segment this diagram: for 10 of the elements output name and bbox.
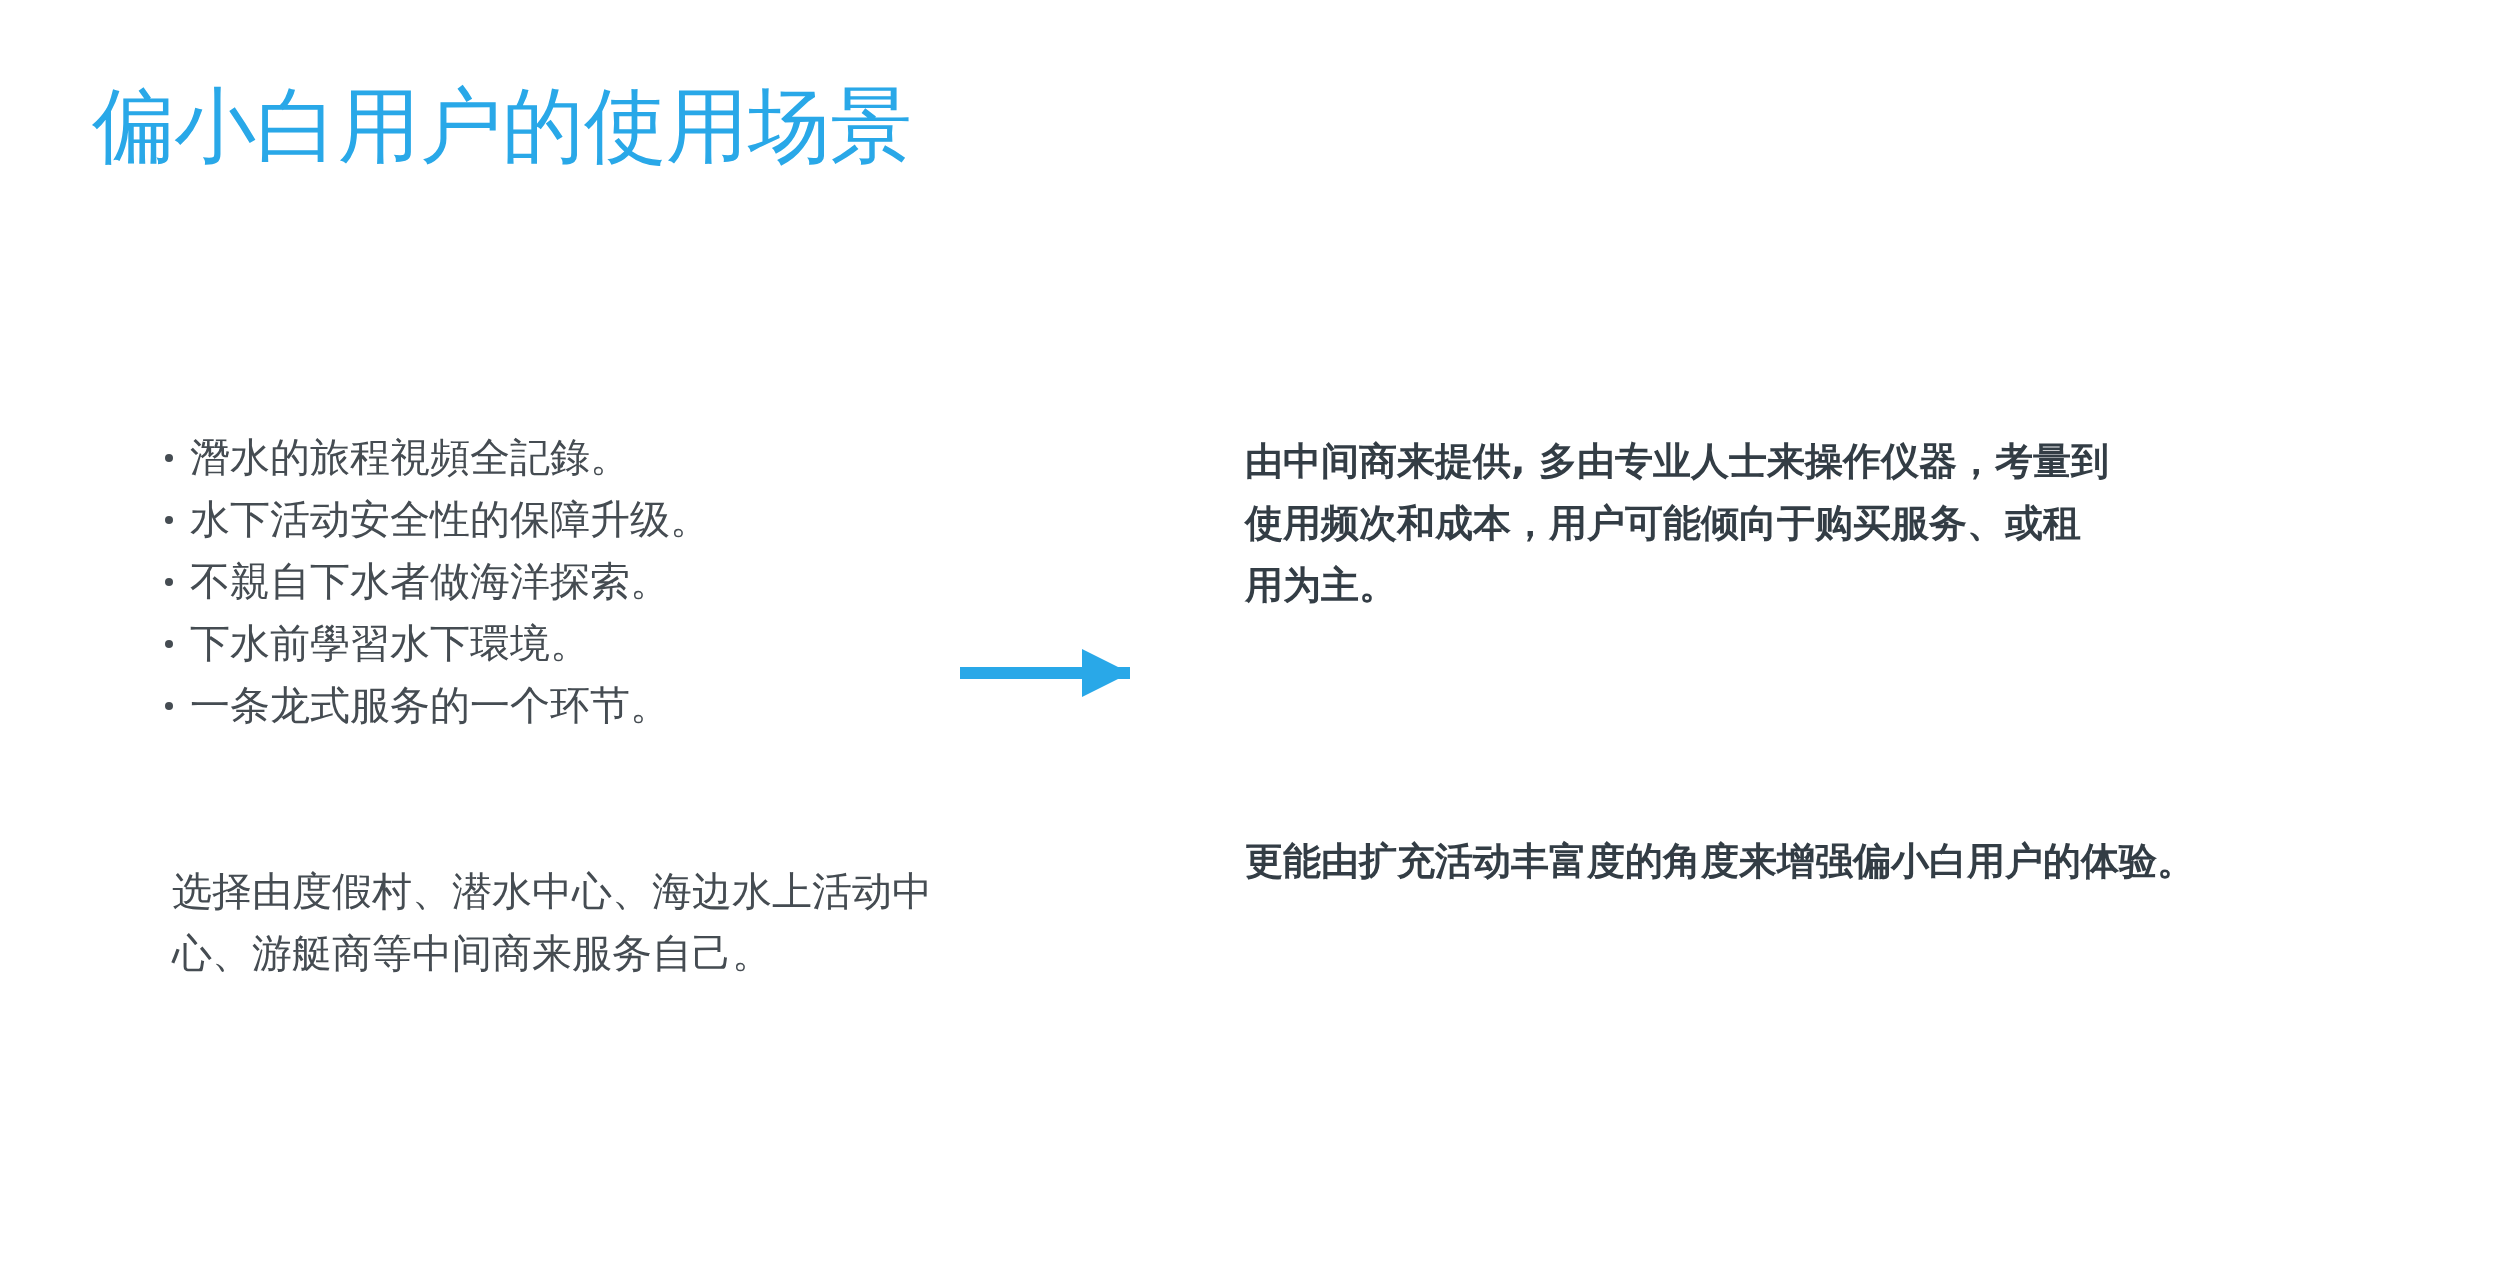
- list-item-text: 下水前學習水下環境。: [190, 619, 590, 668]
- slide-title: 偏小白用户的使用场景: [92, 77, 912, 175]
- list-item-text: 一条龙式服务的一个环节。: [190, 681, 670, 730]
- arrow: [960, 649, 1130, 697]
- paragraph: 更能由扩充活动丰富度的角度来增强偏小白用户的体验。: [1245, 838, 2196, 885]
- paragraph: 选择由度假村、潜水中心、海边水上活动中心、游艇商等中间商来服务自己。: [172, 867, 933, 978]
- list-item-text: 潛水的旅程視頻全記錄。: [190, 433, 630, 482]
- list-item-text: 水下活动安全性的保障升级。: [190, 495, 710, 544]
- list-item-text: 不親自下水者做海洋探索。: [190, 557, 670, 606]
- paragraph: 由中间商来提供, 多由专业人士来操作仪器，考量到使用频次和成本，用户可能倾向于购买服务、或租用为主。: [1245, 438, 2110, 609]
